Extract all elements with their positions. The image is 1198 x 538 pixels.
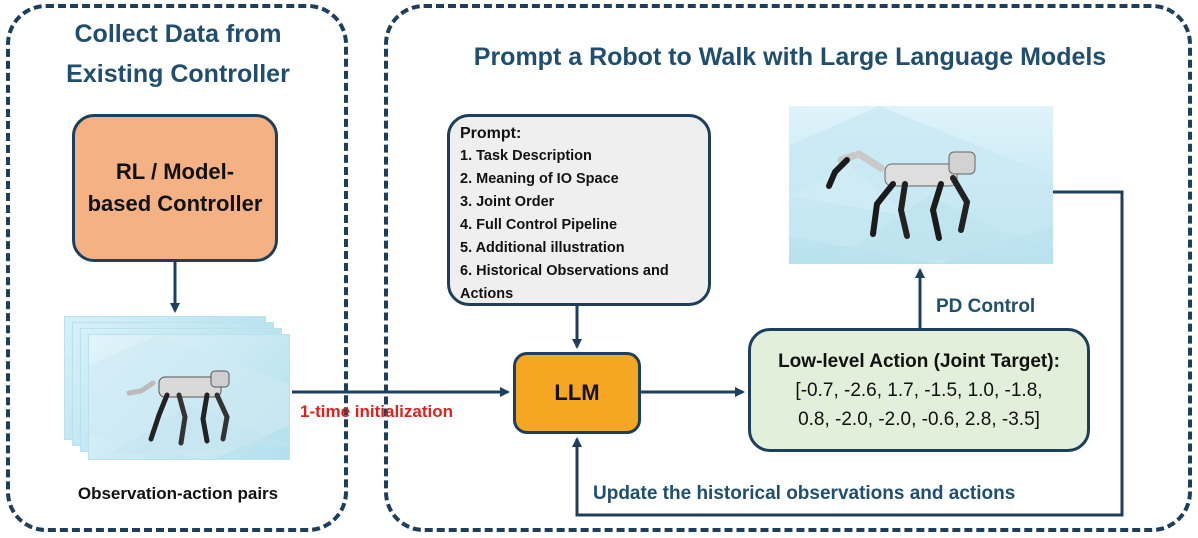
prompt-item: 5. Additional illustration (460, 240, 625, 256)
prompt-item: 6. Historical Observations and (460, 263, 669, 279)
update-label: Update the historical observations and a… (593, 483, 1016, 504)
robot-dog-small-icon (89, 335, 289, 459)
arrow-feedback-loop (572, 190, 1124, 517)
pd-control-label: PD Control (936, 296, 1036, 317)
action-box: Low-level Action (Joint Target): [-0.7, … (748, 328, 1090, 452)
prompt-item: 3. Joint Order (460, 194, 555, 210)
left-title-line2: Existing Controller (66, 60, 290, 88)
right-panel (384, 4, 1192, 532)
controller-label-line2: based Controller (87, 191, 263, 216)
prompt-heading: Prompt: (460, 125, 522, 142)
prompt-box: Prompt: 1. Task Description 2. Meaning o… (447, 114, 711, 306)
simulation-view (789, 106, 1053, 264)
init-label: 1-time initialization (300, 402, 454, 421)
controller-box: RL / Model- based Controller (72, 114, 278, 262)
left-panel (6, 4, 348, 532)
prompt-item: 2. Meaning of IO Space (460, 171, 619, 187)
llm-label: LLM (554, 380, 600, 405)
left-panel-title: Collect Data from Existing Controller (20, 14, 336, 94)
llm-box: LLM (513, 352, 641, 434)
controller-label-line1: RL / Model- (115, 159, 235, 184)
prompt-item: 1. Task Description (460, 148, 592, 164)
robot-dog-walking-icon (789, 106, 1053, 264)
action-values-line2: 0.8, -2.0, -2.0, -0.6, 2.8, -3.5] (798, 408, 1040, 430)
prompt-item: 4. Full Control Pipeline (460, 217, 618, 233)
action-heading: Low-level Action (Joint Target): (778, 350, 1060, 372)
action-values-line1: [-0.7, -2.6, 1.7, -1.5, 1.0, -1.8, (795, 379, 1043, 401)
observation-frame-4 (88, 334, 290, 460)
pairs-caption: Observation-action pairs (77, 484, 279, 503)
left-title-line1: Collect Data from (74, 20, 282, 48)
prompt-item: Actions (460, 286, 514, 302)
right-panel-title: Prompt a Robot to Walk with Large Langua… (473, 43, 1107, 71)
